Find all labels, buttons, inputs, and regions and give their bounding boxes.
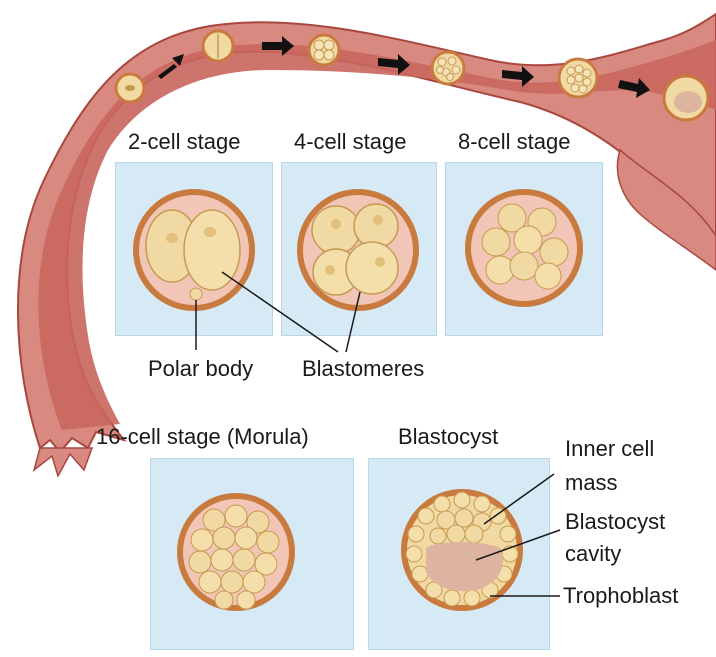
label-blastocyst-cavity-line2: cavity — [565, 543, 621, 565]
label-inner-cell-mass-line1: Inner cell — [565, 438, 654, 460]
inner-cell-mass — [430, 509, 491, 544]
label-polar-body: Polar body — [148, 358, 253, 380]
polar-body — [190, 288, 202, 300]
embryo-8cell — [468, 192, 580, 304]
label-2cell-stage: 2-cell stage — [128, 131, 241, 153]
label-trophoblast: Trophoblast — [563, 585, 678, 607]
label-blastocyst-cavity-line1: Blastocyst — [565, 511, 665, 533]
label-blastomeres: Blastomeres — [302, 358, 424, 380]
label-16cell-stage: 16-cell stage (Morula) — [96, 426, 309, 448]
embryo-morula — [180, 496, 292, 609]
label-8cell-stage: 8-cell stage — [458, 131, 571, 153]
embryo-4cell — [300, 192, 416, 308]
label-inner-cell-mass-line2: mass — [565, 472, 618, 494]
embryo-2cell — [136, 192, 252, 308]
label-blastocyst: Blastocyst — [398, 426, 498, 448]
label-4cell-stage: 4-cell stage — [294, 131, 407, 153]
